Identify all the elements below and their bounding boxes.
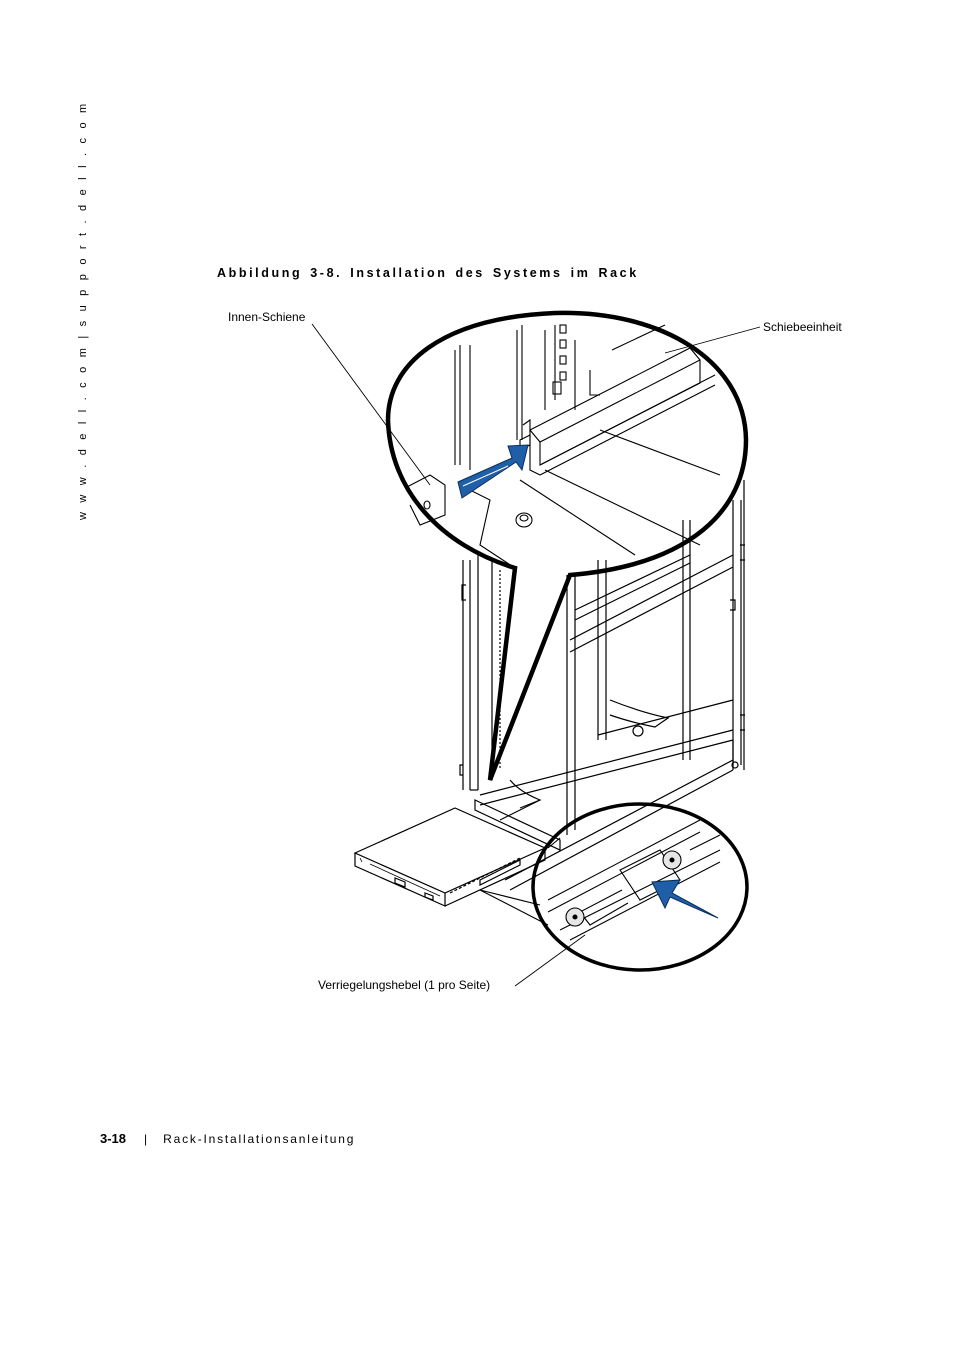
figure-title: Abbildung 3-8. Installation des Systems …	[217, 266, 639, 280]
page-number: 3-18	[100, 1131, 127, 1146]
server-unit	[353, 807, 547, 907]
callout-top	[385, 310, 749, 781]
chapter-title: Rack-Installationsanleitung	[163, 1132, 356, 1146]
callout-bottom	[479, 802, 749, 972]
footer-separator: |	[144, 1132, 148, 1146]
label-slide-assembly: Schiebeeinheit	[763, 320, 842, 334]
leader-lines	[311, 323, 761, 987]
label-inner-rail: Innen-Schiene	[228, 310, 306, 324]
rack-frame	[459, 480, 745, 891]
page-footer: 3-18 | Rack-Installationsanleitung	[100, 1131, 355, 1146]
label-release-latch: Verriegelungshebel (1 pro Seite)	[318, 978, 491, 992]
